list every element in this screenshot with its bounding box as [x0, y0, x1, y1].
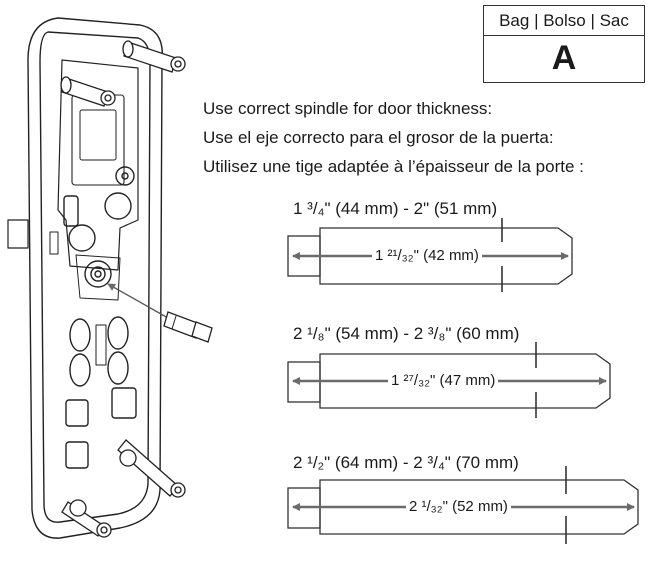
mounting-post-top-left	[60, 76, 116, 107]
spindle-2-door-range: 2 ¹/₈" (54 mm) - 2 ³/₈" (60 mm)	[293, 324, 520, 343]
instruction-spanish: Use el eje correcto para el grosor de la…	[203, 128, 554, 147]
bag-label-box: Bag | Bolso | Sac A	[483, 5, 645, 83]
spindle-1-door-range: 1 ³/₄" (44 mm) - 2" (51 mm)	[293, 199, 498, 218]
instruction-french: Utilisez une tige adaptée à l’épaisseur …	[203, 157, 584, 176]
spindle-1-length: 1 ²¹/₃₂" (42 mm)	[372, 247, 482, 264]
bag-label-header: Bag | Bolso | Sac	[484, 6, 644, 36]
bag-letter: A	[551, 39, 577, 77]
mounting-post-bottom-left	[61, 499, 112, 538]
spindle-3-door-range: 2 ¹/₂" (64 mm) - 2 ³/₄" (70 mm)	[293, 453, 519, 472]
spindle-2	[287, 342, 611, 418]
spindle-insertion	[107, 283, 213, 343]
mounting-post-bottom-right	[117, 439, 186, 498]
spindle-2-length: 1 ²⁷/₃₂" (47 mm)	[388, 372, 499, 389]
spindle-3-length: 2 ¹/₃₂" (52 mm)	[406, 498, 511, 515]
instruction-english: Use correct spindle for door thickness:	[203, 99, 493, 118]
mounting-post-top-right	[122, 40, 186, 73]
